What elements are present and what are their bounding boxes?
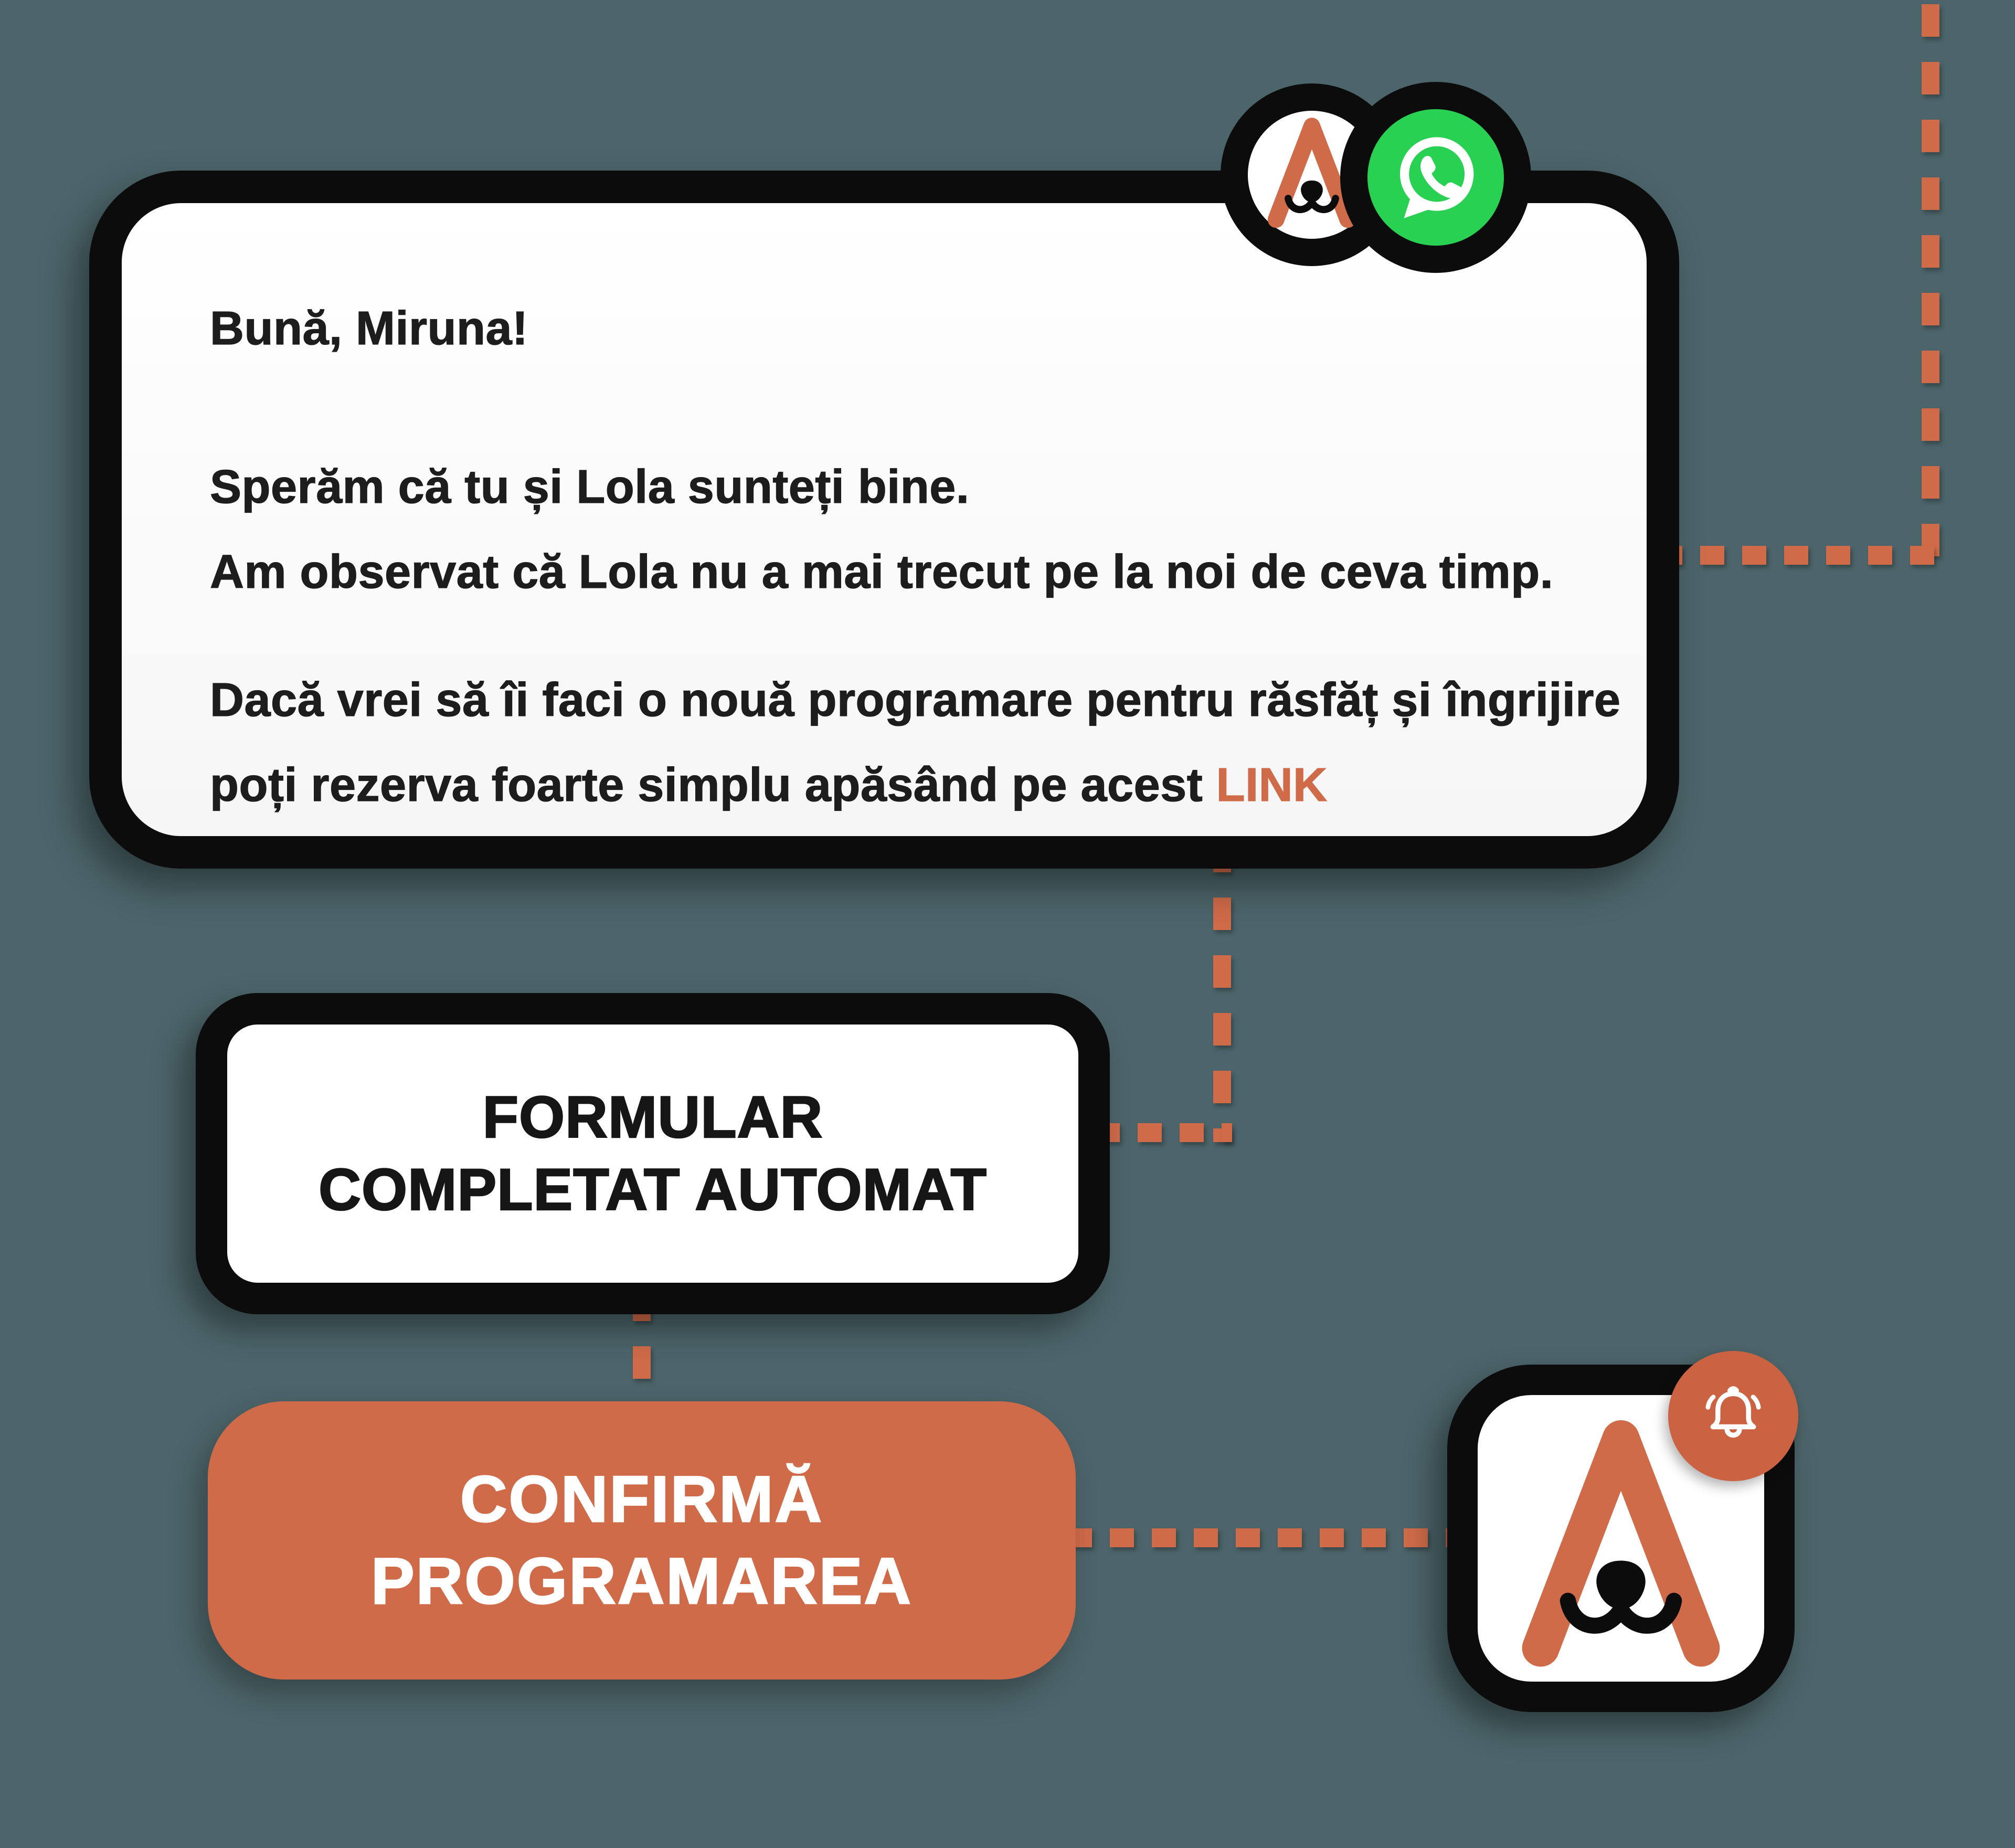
booking-link[interactable]: LINK	[1216, 758, 1328, 811]
connector-message-to-form-vertical	[1213, 840, 1231, 1142]
cta-paragraph: Dacă vrei să îi faci o nouă programare p…	[209, 673, 1621, 811]
confirm-appointment-button[interactable]: CONFIRMĂ PROGRAMAREA	[208, 1401, 1076, 1680]
brand-dog-logo-icon	[1248, 102, 1376, 242]
brand-avatar	[1248, 111, 1376, 239]
connector-confirm-to-app	[1068, 1528, 1472, 1547]
message-text: Bună, Miruna! Sperăm că tu și Lola sunte…	[209, 286, 1627, 828]
whatsapp-message-card: Bună, Miruna! Sperăm că tu și Lola sunte…	[89, 171, 1679, 869]
connector-top-right-vertical	[1922, 4, 1939, 565]
connector-message-to-form-horizontal	[1096, 1123, 1232, 1142]
confirm-button-label-line2: PROGRAMAREA	[370, 1545, 913, 1619]
whatsapp-badge	[1367, 109, 1504, 246]
status-paragraph: Sperăm că tu și Lola sunteți bine. Am ob…	[209, 460, 1554, 598]
form-node-label-line2: COMPLETAT AUTOMAT	[318, 1156, 987, 1223]
whatsapp-icon	[1379, 121, 1492, 234]
connector-top-right-horizontal	[1658, 546, 1939, 565]
bell-icon	[1692, 1375, 1775, 1458]
confirm-button-label-line1: CONFIRMĂ	[460, 1463, 824, 1537]
form-node-label-line1: FORMULAR	[482, 1084, 823, 1151]
notification-badge	[1668, 1351, 1798, 1481]
form-autofilled-node: FORMULAR COMPLETAT AUTOMAT	[196, 993, 1110, 1314]
greeting-text: Bună, Miruna!	[209, 302, 528, 355]
